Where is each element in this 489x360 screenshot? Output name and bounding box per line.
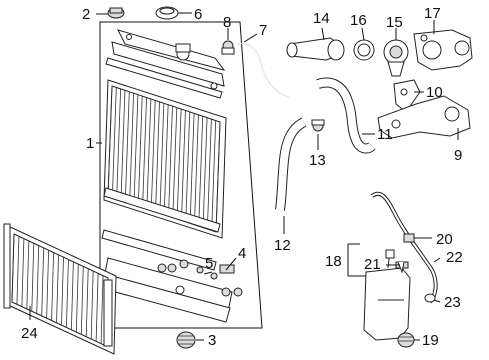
- callout-6: 6: [194, 6, 202, 23]
- callout-18: 18: [325, 253, 342, 270]
- water-outlet-17: [413, 29, 473, 71]
- radiator-seal-upper: [105, 57, 223, 99]
- callout-14: 14: [313, 10, 330, 27]
- callout-17: 17: [424, 5, 441, 22]
- callout-13: 13: [309, 152, 326, 169]
- callout-8: 8: [223, 14, 231, 31]
- bypass-pipe-9: [377, 95, 471, 139]
- radiator-upper-tank: [111, 29, 226, 90]
- callout-12: 12: [274, 237, 291, 254]
- callout-10: 10: [426, 84, 443, 101]
- drain-plug-2: [107, 7, 125, 19]
- thermostat-15: [383, 39, 409, 77]
- clamp-8: [221, 40, 235, 55]
- callout-1: 1: [86, 135, 94, 152]
- callout-2: 2: [82, 6, 90, 23]
- callout-5: 5: [205, 255, 213, 272]
- clip-23: [424, 293, 436, 303]
- cushion-3: [176, 331, 196, 349]
- callout-23: 23: [444, 294, 461, 311]
- callout-7: 7: [259, 22, 267, 39]
- clamp-13: [311, 119, 325, 132]
- callout-4: 4: [238, 245, 246, 262]
- gasket-16: [353, 39, 375, 61]
- callout-22: 22: [446, 249, 463, 266]
- bolt-20: [403, 233, 424, 243]
- callout-15: 15: [386, 14, 403, 31]
- radiator-cap-6: [155, 6, 179, 20]
- cap-19: [397, 332, 415, 348]
- callout-9: 9: [454, 147, 462, 164]
- callout-21: 21: [364, 256, 381, 273]
- callout-20: 20: [436, 231, 453, 248]
- water-inlet-14: [286, 37, 345, 61]
- radiator-side-seal: [101, 229, 217, 271]
- radiator-group-outline: [99, 21, 263, 329]
- callout-11: 11: [377, 126, 393, 143]
- bracket-10: [393, 79, 421, 113]
- radiator-seal-lower: [103, 187, 221, 233]
- callout-19: 19: [422, 332, 439, 349]
- callout-3: 3: [208, 332, 216, 349]
- leader-lines: [29, 12, 459, 341]
- condenser-24: [3, 223, 117, 355]
- callout-labels: 1 2 3 4 5 6 7 8 9 10 11 12 13 14 15 16 1…: [21, 5, 463, 349]
- radiator-fins: [107, 85, 221, 233]
- callout-24: 24: [21, 325, 38, 342]
- callout-16: 16: [350, 12, 367, 29]
